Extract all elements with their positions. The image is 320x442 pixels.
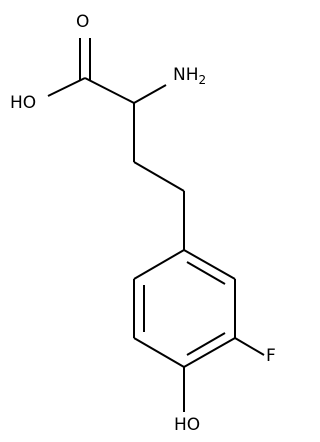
bond-ring-f bbox=[234, 337, 265, 356]
atom-label-acid-hydroxyl: HO bbox=[10, 93, 36, 113]
ring-bond-6 bbox=[133, 249, 185, 280]
ring-bond-3 bbox=[183, 337, 236, 368]
ring-bond-4 bbox=[133, 337, 185, 368]
molecule-structure: O HO NH2 F HO bbox=[10, 12, 276, 435]
bond-c1-c2 bbox=[84, 77, 135, 104]
amine-subscript: 2 bbox=[199, 73, 207, 87]
ring-bond-1 bbox=[183, 249, 236, 280]
bond-c3-c4 bbox=[133, 161, 185, 192]
atom-label-phenol-hydroxyl: HO bbox=[174, 415, 200, 435]
atom-label-carbonyl-oxygen: O bbox=[76, 12, 89, 32]
atom-label-fluorine: F bbox=[266, 346, 276, 366]
bond-c1-oh bbox=[47, 77, 86, 97]
atom-label-amine: NH2 bbox=[173, 65, 206, 87]
bond-c2-n bbox=[133, 84, 167, 104]
ring-inner-double-1 bbox=[186, 261, 226, 285]
amine-main-text: NH bbox=[173, 65, 199, 85]
ring-inner-double-2 bbox=[186, 332, 226, 356]
